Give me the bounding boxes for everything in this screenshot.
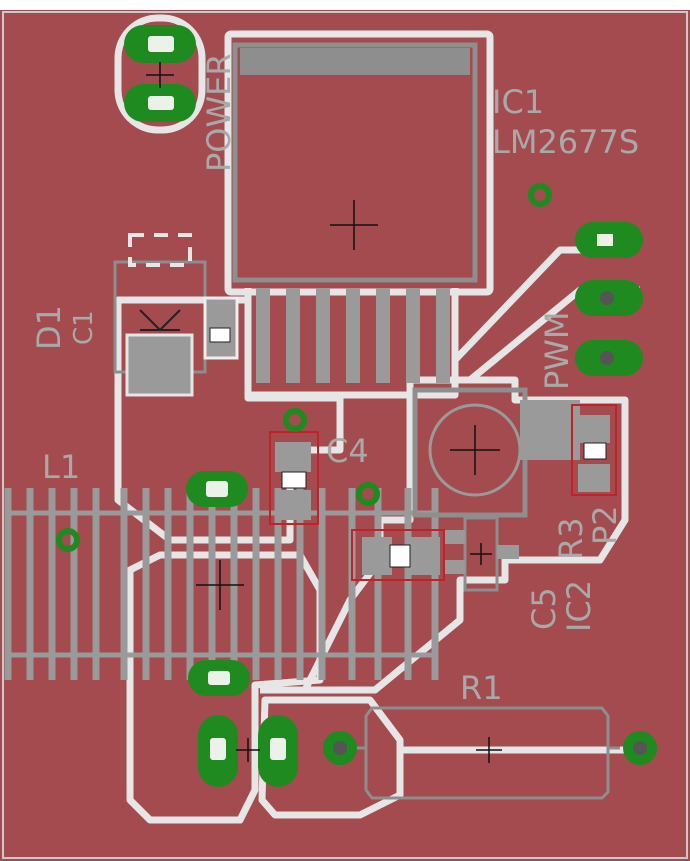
ic2-package — [445, 516, 519, 592]
label-pwm: PWM — [538, 311, 576, 390]
label-ic1: IC1 — [492, 83, 544, 121]
resistor-r3 — [571, 404, 617, 496]
trimmer-p2 — [412, 387, 580, 518]
label-power: POWER — [200, 53, 238, 172]
board-edge — [2, 11, 688, 859]
label-r3: R3 — [552, 517, 590, 560]
label-c1: C1 — [69, 310, 99, 345]
label-d1: D1 — [30, 305, 68, 350]
ic1-package — [232, 42, 478, 383]
silkscreen-labels: IC1 LM2677S POWER D1 C1 L1 C4 PWM R3 P2 … — [30, 53, 639, 707]
capacitor-c5 — [351, 529, 445, 581]
label-ic1-value: LM2677S — [492, 123, 639, 161]
label-r1: R1 — [460, 669, 503, 707]
origin-markers — [196, 560, 260, 762]
label-l1: L1 — [42, 448, 80, 486]
resistor-r1 — [355, 706, 620, 800]
inductor-l1 — [4, 488, 439, 680]
capacitor-c4 — [269, 431, 319, 525]
capacitor-c1 — [203, 296, 239, 360]
label-c5: C5 — [525, 587, 563, 630]
label-c4: C4 — [326, 432, 369, 470]
diode-d1 — [113, 233, 207, 397]
label-p2: P2 — [586, 505, 624, 545]
label-ic2: IC2 — [560, 580, 598, 632]
pads — [124, 25, 657, 787]
vias — [56, 183, 552, 552]
